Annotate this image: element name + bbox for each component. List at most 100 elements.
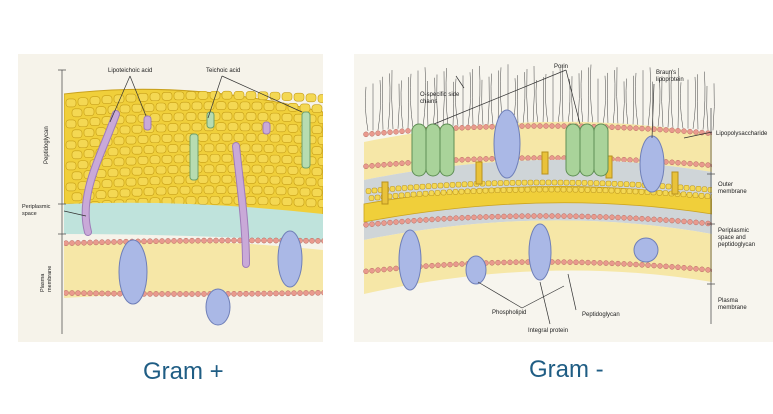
peptidoglycan-brick: [161, 91, 173, 101]
peptidoglycan-unit: [464, 188, 471, 195]
peptidoglycan-brick: [215, 143, 227, 153]
peptidoglycan-brick: [269, 112, 281, 122]
lipid-head: [507, 213, 513, 220]
peptidoglycan-brick: [311, 104, 323, 113]
teichoic-acid: [206, 111, 215, 129]
lipid-head: [255, 237, 261, 244]
lipid-head: [381, 129, 387, 136]
peptidoglycan-unit: [638, 189, 645, 195]
lipid-head: [687, 265, 693, 272]
lipid-head: [105, 239, 111, 245]
peptidoglycan-brick: [95, 190, 107, 199]
peptidoglycan-brick: [71, 171, 83, 181]
lipid-head: [387, 266, 393, 272]
peptidoglycan-brick: [131, 103, 143, 113]
peptidoglycan-brick: [83, 149, 95, 159]
peptidoglycan-unit: [407, 184, 414, 191]
peptidoglycan-brick: [257, 91, 269, 101]
lipid-head: [639, 262, 645, 268]
lipid-head: [381, 220, 387, 226]
peptidoglycan-brick: [143, 166, 155, 175]
peptidoglycan-brick: [101, 158, 113, 168]
lipid-head: [363, 163, 369, 170]
side-chain: [542, 76, 544, 125]
peptidoglycan-brick: [263, 165, 275, 174]
peptidoglycan-unit: [575, 180, 582, 186]
lipid-head: [711, 131, 712, 136]
lipid-head: [681, 265, 687, 271]
peptidoglycan-brick: [233, 91, 245, 100]
peptidoglycan-unit: [446, 189, 453, 195]
lipid-head: [291, 290, 297, 297]
peptidoglycan-brick: [281, 113, 293, 122]
peptidoglycan-brick: [281, 197, 293, 206]
peptidoglycan-brick: [173, 154, 185, 164]
lipid-head: [201, 291, 207, 297]
lipid-head: [657, 126, 663, 133]
lipid-head: [501, 213, 507, 220]
teichoic-acid: [301, 111, 311, 169]
peptidoglycan-brick: [203, 143, 215, 153]
peptidoglycan-brick: [239, 101, 251, 111]
lipid-head: [615, 214, 621, 221]
lipid-head: [447, 215, 453, 222]
peptidoglycan-brick: [251, 101, 263, 111]
peptidoglycan-unit: [626, 188, 633, 194]
peptidoglycan-brick: [221, 174, 233, 184]
peptidoglycan-brick: [197, 175, 209, 184]
side-chain: [571, 76, 574, 125]
lipid-head: [405, 218, 411, 224]
lipid-head: [399, 218, 405, 225]
lipid-head: [261, 290, 267, 297]
lipid-head: [585, 213, 591, 220]
side-chain: [692, 76, 696, 129]
lipid-head: [423, 217, 429, 223]
lipid-head: [399, 160, 405, 167]
lipid-head: [579, 213, 585, 220]
side-chain: [587, 67, 589, 125]
lipid-head: [321, 290, 323, 296]
peptidoglycan-unit: [614, 187, 621, 194]
peptidoglycan-unit: [443, 182, 450, 188]
lipid-head: [117, 238, 123, 245]
peptidoglycan-unit: [398, 192, 405, 199]
lipid-head: [207, 237, 213, 244]
lipid-head: [687, 219, 693, 225]
lipid-head: [153, 238, 159, 245]
lipid-head: [69, 290, 75, 296]
peptidoglycan-brick: [155, 144, 167, 154]
lipid-head: [711, 268, 712, 273]
lipid-head: [195, 291, 201, 297]
lipid-head: [537, 213, 543, 219]
peptidoglycan-brick: [233, 133, 245, 142]
peptidoglycan-unit: [605, 180, 612, 187]
peptidoglycan-brick: [125, 135, 137, 145]
peptidoglycan-unit: [602, 187, 609, 194]
lipid-head: [87, 290, 93, 297]
lipid-head: [567, 213, 573, 219]
lipid-head: [513, 259, 519, 265]
lipid-head: [621, 215, 627, 221]
lipid-head: [429, 262, 435, 269]
label-porin: Porin: [554, 64, 568, 70]
peptidoglycan-unit: [470, 188, 477, 194]
peptidoglycan-brick: [209, 90, 221, 100]
outer-membrane-protein: [639, 135, 665, 193]
peptidoglycan-unit: [695, 185, 702, 192]
lipid-head: [651, 126, 657, 132]
peptidoglycan-brick: [251, 164, 263, 174]
lipid-head: [147, 291, 153, 297]
peptidoglycan-brick: [173, 175, 185, 185]
side-chain: [622, 81, 625, 126]
lipid-head: [159, 291, 165, 297]
peptidoglycan-unit: [500, 187, 507, 193]
lipid-head: [64, 290, 69, 296]
lipid-head: [75, 290, 81, 296]
lipid-head: [369, 221, 375, 227]
lipid-head: [315, 289, 321, 296]
brauns-lipoprotein: [671, 171, 679, 195]
side-chain: [625, 78, 629, 126]
peptidoglycan-unit: [617, 181, 624, 187]
peptidoglycan-brick: [167, 102, 179, 111]
